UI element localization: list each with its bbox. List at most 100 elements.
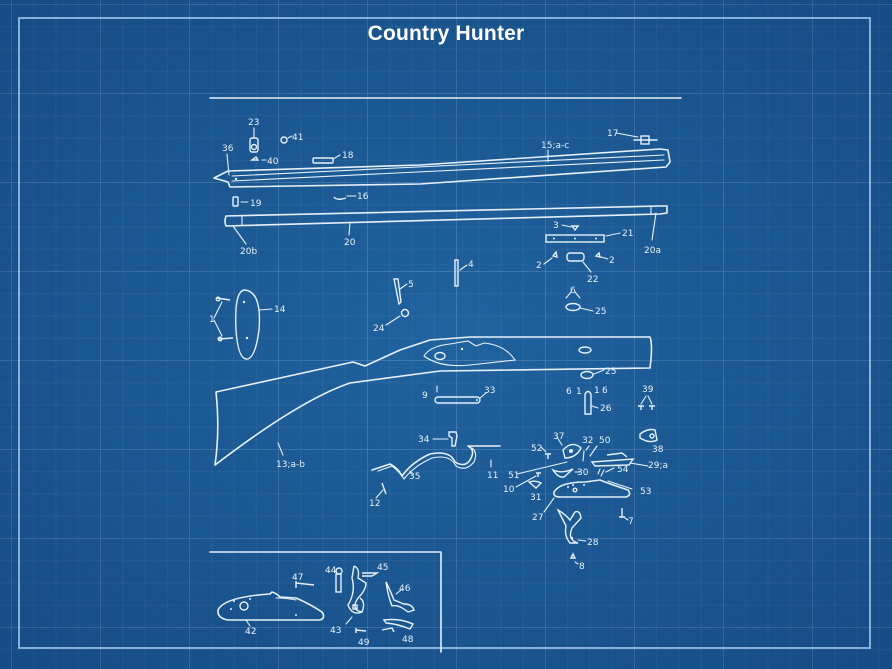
label-42: 42 (245, 627, 256, 637)
label-2-left: 2 (536, 261, 542, 271)
leader-20b (232, 225, 247, 245)
part-51-pin (516, 461, 568, 475)
label-46: 46 (399, 584, 411, 594)
label-24: 24 (373, 324, 385, 334)
label-47: 47 (292, 573, 303, 583)
label-44: 44 (325, 566, 337, 576)
part-12-screw (375, 482, 387, 499)
part-29-mainspring (590, 452, 649, 467)
part-23-sight (249, 127, 259, 153)
part-52-screw (540, 446, 551, 459)
part-50 (589, 445, 598, 457)
part-10-screw (515, 472, 541, 488)
label-17: 17 (607, 129, 618, 139)
label-6-upper: 6 (570, 286, 576, 296)
label-51: 51 (508, 471, 519, 481)
blueprint-frame (18, 17, 871, 649)
label-12: 12 (369, 499, 380, 509)
part-38-bridle (639, 428, 658, 443)
label-22: 22 (587, 275, 598, 285)
part-32-spring (582, 445, 590, 462)
label-13: 13;a-b (276, 460, 305, 470)
label-33: 33 (484, 386, 495, 396)
ramrod (224, 205, 668, 227)
label-15: 15;a-c (541, 141, 569, 151)
label-43: 43 (330, 626, 341, 636)
part-labels: 23 41 36 40 18 16 19 20b 20 15;a-c 17 20… (209, 118, 668, 648)
label-41: 41 (292, 133, 303, 143)
label-30: 30 (577, 468, 589, 478)
part-18-tang (312, 154, 341, 164)
label-1-left: 1 (576, 387, 582, 397)
label-1-right: 1 (594, 386, 600, 396)
label-2-right: 2 (609, 256, 615, 266)
part-37-tumbler (556, 436, 582, 459)
part-42-lockplate (217, 591, 325, 627)
label-34: 34 (418, 435, 430, 445)
barrel (213, 148, 671, 188)
part-25-escutcheon-lower (580, 369, 605, 380)
part-1-screws (213, 296, 234, 342)
label-25-upper: 25 (595, 307, 606, 317)
leader-36 (226, 153, 230, 176)
part-28-hammer (556, 508, 587, 544)
part-16-pin (333, 195, 357, 200)
label-28: 28 (587, 538, 599, 548)
part-47-screw (295, 581, 315, 588)
part-39-screws (638, 395, 655, 410)
label-19: 19 (250, 199, 262, 209)
part-31 (527, 480, 543, 489)
label-7: 7 (628, 517, 634, 527)
label-9: 9 (422, 391, 428, 401)
label-25-lower: 25 (605, 367, 616, 377)
label-3: 3 (553, 221, 559, 231)
label-20a: 20a (644, 246, 661, 256)
part-46-sear (385, 581, 415, 613)
part-7-screw (619, 508, 629, 521)
stock (214, 336, 653, 466)
label-31: 31 (530, 493, 541, 503)
label-20: 20 (344, 238, 356, 248)
label-27: 27 (532, 513, 543, 523)
label-32: 32 (582, 436, 593, 446)
label-23: 23 (248, 118, 259, 128)
part-35-trigger-guard (371, 445, 501, 480)
label-36: 36 (222, 144, 234, 154)
part-30-sear (551, 468, 581, 478)
part-45-spring (362, 572, 380, 577)
label-5: 5 (408, 280, 414, 290)
part-14-buttplate (235, 289, 273, 360)
part-26-bolt (584, 390, 599, 415)
label-54: 54 (617, 465, 629, 475)
label-21: 21 (622, 229, 633, 239)
leader-20 (348, 221, 351, 236)
label-6-right: 6 (602, 386, 608, 396)
label-38: 38 (652, 445, 664, 455)
label-18: 18 (342, 151, 354, 161)
label-4: 4 (468, 260, 474, 270)
part-49-screw (355, 628, 367, 633)
part-2-screws (543, 250, 609, 265)
part-25-escutcheon-upper (565, 291, 594, 312)
part-22-escutcheon (566, 252, 592, 273)
part-48-mainspring (381, 618, 415, 633)
part-27-lockplate (543, 479, 633, 513)
label-8: 8 (579, 562, 585, 572)
label-52: 52 (531, 444, 542, 454)
part-41-nut (280, 135, 293, 144)
part-34-trigger (432, 431, 458, 447)
label-53: 53 (640, 487, 651, 497)
label-49: 49 (358, 638, 370, 648)
part-3-screw (561, 224, 580, 232)
label-6-left: 6 (566, 387, 572, 397)
part-8-screw (569, 552, 579, 565)
label-39: 39 (642, 385, 654, 395)
label-26: 26 (600, 404, 612, 414)
part-54 (597, 467, 615, 477)
label-48: 48 (402, 635, 414, 645)
label-35: 35 (409, 472, 420, 482)
part-21-plate (545, 232, 621, 243)
